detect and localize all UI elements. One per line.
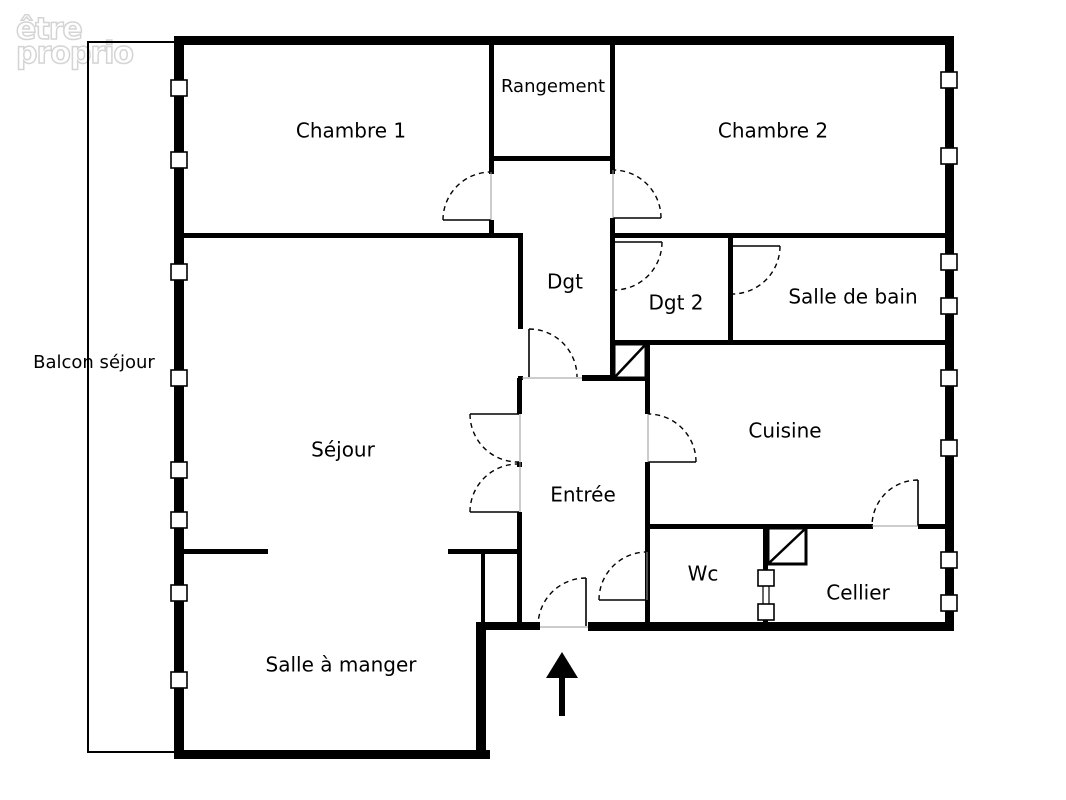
windows [170, 71, 958, 689]
door-cellier [871, 479, 919, 527]
window-chambre-1 [170, 79, 188, 169]
door-chambre-1 [442, 171, 492, 221]
door-salle-de-bain [731, 245, 781, 295]
window-cellier [940, 551, 958, 612]
logo-line-1: être [15, 12, 83, 47]
doors [442, 169, 919, 628]
room-label-cuisine: Cuisine [748, 419, 821, 443]
door-sejour-double [469, 413, 521, 513]
door-dgt-entree [522, 328, 582, 379]
window-sejour-upper [170, 263, 188, 387]
window-sejour-lower [170, 461, 188, 529]
window-wc-cellier [757, 569, 775, 621]
window-salle-de-bain [940, 253, 958, 315]
duct-icon [766, 526, 808, 566]
room-label-salle-a-manger: Salle à manger [266, 653, 418, 677]
door-chambre-2 [612, 169, 662, 219]
room-label-wc: Wc [688, 562, 719, 586]
duct-icon [612, 342, 648, 380]
door-wc [598, 551, 648, 601]
room-label-balcon: Balcon séjour [33, 352, 155, 373]
balcony-outline [87, 41, 178, 753]
room-label-entree: Entrée [550, 483, 616, 507]
room-label-chambre-1: Chambre 1 [296, 119, 406, 143]
room-label-cellier: Cellier [826, 581, 890, 605]
door-dgt-2 [613, 241, 663, 291]
room-label-chambre-2: Chambre 2 [718, 119, 828, 143]
window-cuisine [940, 369, 958, 457]
room-label-salle-de-bain: Salle de bain [788, 285, 917, 309]
room-label-dgt-2: Dgt 2 [648, 291, 703, 315]
door-cuisine [647, 413, 697, 463]
door-front [537, 577, 588, 628]
window-chambre-2 [940, 71, 958, 165]
window-salle-a-manger [170, 584, 188, 689]
room-label-rangement: Rangement [501, 76, 605, 97]
room-label-dgt: Dgt [547, 270, 583, 294]
entrance-arrow-icon [546, 652, 578, 716]
room-label-sejour: Séjour [311, 438, 375, 462]
exterior-walls [174, 36, 954, 759]
